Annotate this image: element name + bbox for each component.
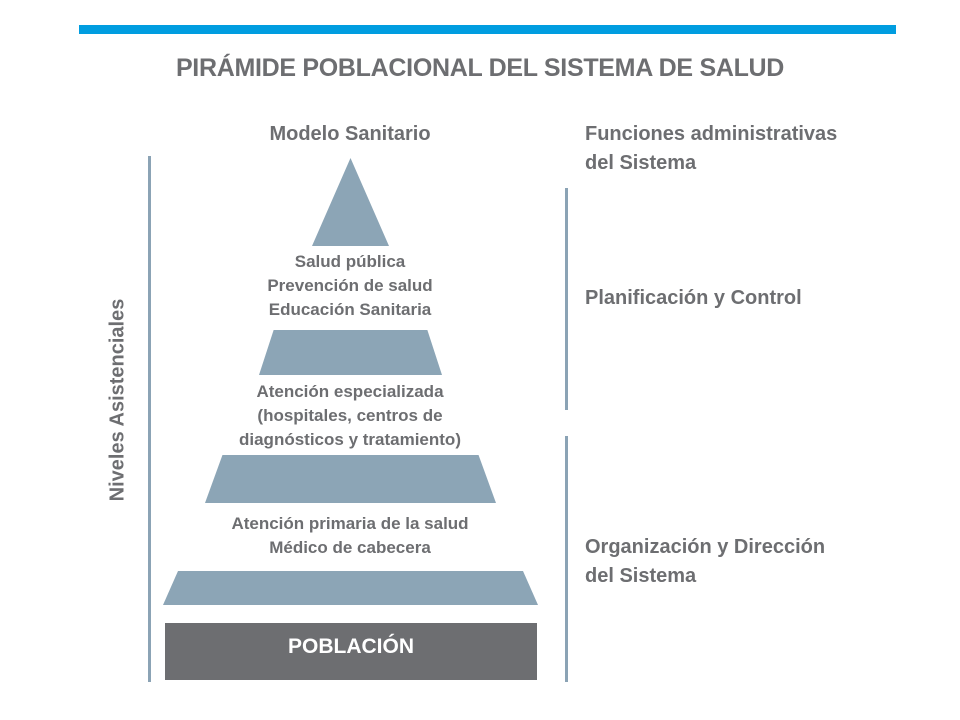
level-line: Médico de cabecera bbox=[269, 538, 431, 557]
level-primary-care-text: Atención primaria de la salud Médico de … bbox=[175, 512, 525, 560]
population-base: POBLACIÓN bbox=[165, 623, 537, 680]
function-line: del Sistema bbox=[585, 565, 697, 587]
function-organization-direction: Organización y Dirección del Sistema bbox=[585, 533, 915, 591]
accent-bar bbox=[79, 25, 896, 34]
right-divider-line-upper bbox=[565, 188, 568, 410]
level-line: (hospitales, centros de bbox=[257, 406, 443, 425]
level-line: Prevención de salud bbox=[267, 276, 433, 295]
left-divider-line bbox=[148, 156, 151, 682]
pyramid-tier-3 bbox=[163, 571, 538, 605]
functions-heading: Funciones administrativas del Sistema bbox=[585, 120, 915, 178]
right-divider-line-lower bbox=[565, 436, 568, 682]
level-line: Atención primaria de la salud bbox=[231, 514, 469, 533]
level-line: Educación Sanitaria bbox=[268, 300, 432, 319]
pyramid-heading: Modelo Sanitario bbox=[269, 123, 431, 145]
pyramid-tier-1 bbox=[259, 330, 442, 375]
function-line: Organización y Dirección bbox=[585, 536, 826, 558]
levels-axis-label: Niveles Asistenciales bbox=[106, 298, 129, 502]
level-public-health-text: Salud pública Prevención de salud Educac… bbox=[175, 250, 525, 322]
pyramid-tier-2 bbox=[205, 455, 496, 503]
pyramid-apex bbox=[312, 158, 389, 246]
level-line: Salud pública bbox=[294, 252, 406, 271]
population-label: POBLACIÓN bbox=[288, 635, 414, 658]
functions-heading-line: del Sistema bbox=[585, 152, 697, 174]
diagram-title: PIRÁMIDE POBLACIONAL DEL SISTEMA DE SALU… bbox=[175, 54, 785, 82]
level-line: diagnósticos y tratamiento) bbox=[239, 430, 461, 449]
function-line: Planificación y Control bbox=[585, 287, 802, 309]
level-specialized-care-text: Atención especializada (hospitales, cent… bbox=[175, 380, 525, 452]
level-line: Atención especializada bbox=[256, 382, 444, 401]
function-planning-control: Planificación y Control bbox=[585, 284, 915, 313]
functions-heading-line: Funciones administrativas bbox=[585, 123, 838, 145]
